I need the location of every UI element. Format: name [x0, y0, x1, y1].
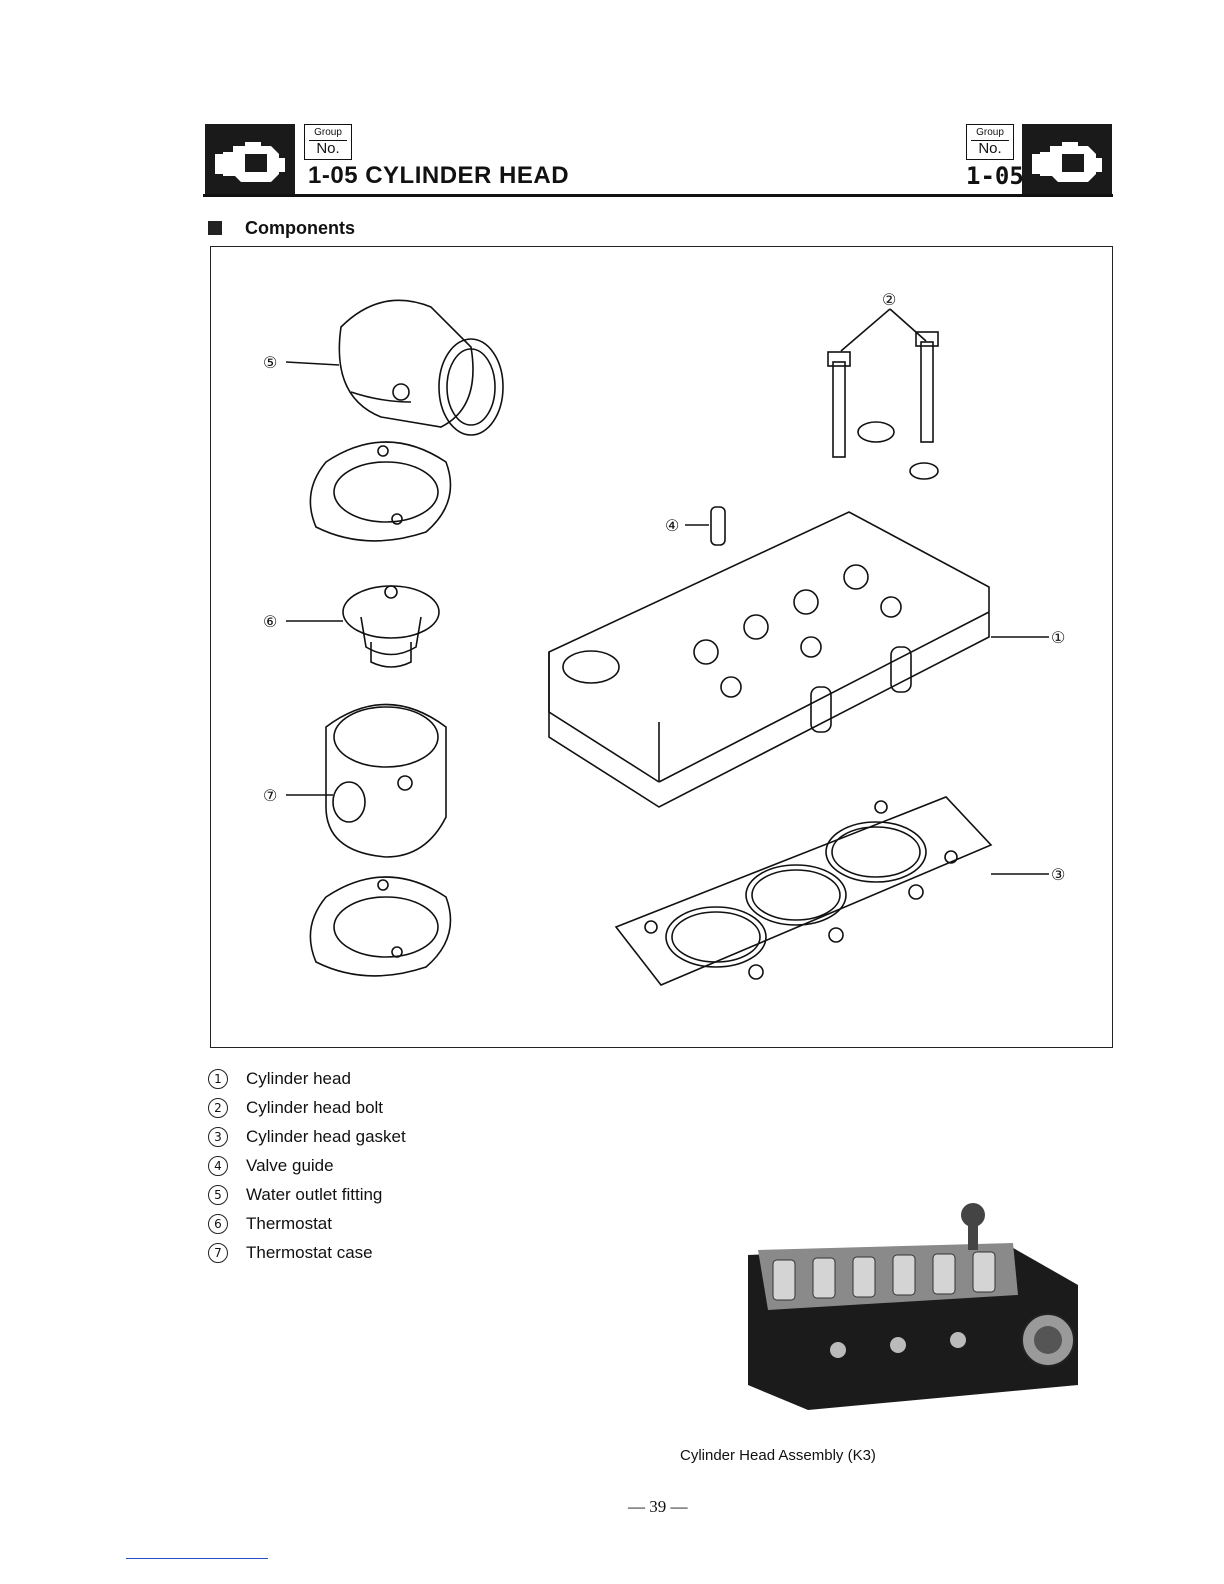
legend-number: 7	[208, 1243, 228, 1263]
legend-item: 6 Thermostat	[208, 1209, 406, 1238]
engine-group-icon-left	[205, 124, 295, 194]
page-number: — 39 —	[628, 1497, 688, 1517]
legend-number: 6	[208, 1214, 228, 1234]
group-label: Group	[305, 127, 351, 139]
no-label-right: No.	[971, 140, 1009, 157]
legend-label: Cylinder head	[246, 1068, 351, 1090]
outlet-gasket-drawing	[310, 442, 450, 541]
legend-label: Water outlet fitting	[246, 1184, 382, 1206]
cylinder-head-bolts-drawing	[828, 332, 938, 479]
group-no-box-left: Group No.	[304, 124, 352, 160]
group-label-right: Group	[967, 127, 1013, 139]
no-label: No.	[309, 140, 347, 157]
group-no-box-right: Group No.	[966, 124, 1014, 160]
legend-number: 2	[208, 1098, 228, 1118]
case-gasket-drawing	[310, 877, 450, 976]
legend-item: 7 Thermostat case	[208, 1238, 406, 1267]
legend-number: 4	[208, 1156, 228, 1176]
callout-7: ⑦	[263, 788, 277, 805]
group-number-right: 1-05	[966, 162, 1024, 190]
legend-item: 1 Cylinder head	[208, 1064, 406, 1093]
callout-2: ②	[882, 292, 896, 309]
cylinder-head-assembly-photo	[728, 1185, 1108, 1425]
components-legend: 1 Cylinder head 2 Cylinder head bolt 3 C…	[208, 1064, 406, 1267]
photo-caption: Cylinder Head Assembly (K3)	[680, 1447, 876, 1464]
water-outlet-fitting-drawing	[339, 300, 503, 435]
legend-label: Cylinder head gasket	[246, 1126, 406, 1148]
legend-item: 5 Water outlet fitting	[208, 1180, 406, 1209]
thermostat-case-drawing	[326, 705, 446, 858]
legend-label: Thermostat case	[246, 1242, 373, 1264]
section-title: Components	[245, 218, 355, 239]
legend-item: 4 Valve guide	[208, 1151, 406, 1180]
callout-4: ④	[665, 518, 679, 535]
section-bullet	[208, 221, 222, 235]
callout-5: ⑤	[263, 355, 277, 372]
page-title: 1-05 CYLINDER HEAD	[308, 162, 569, 190]
components-diagram: ⑤ ⑥ ⑦	[210, 246, 1113, 1048]
callout-1: ①	[1051, 630, 1065, 647]
callout-3: ③	[1051, 867, 1065, 884]
thermostat-drawing	[343, 586, 439, 667]
header-rule	[203, 194, 1113, 197]
legend-number: 3	[208, 1127, 228, 1147]
callout-6: ⑥	[263, 614, 277, 631]
engine-group-icon-right	[1022, 124, 1112, 194]
legend-label: Thermostat	[246, 1213, 332, 1235]
legend-label: Valve guide	[246, 1155, 334, 1177]
cylinder-head-gasket-drawing	[616, 797, 991, 985]
valve-guide-drawing	[711, 507, 725, 545]
legend-number: 5	[208, 1185, 228, 1205]
cylinder-head-drawing	[549, 512, 989, 807]
footer-line	[126, 1558, 268, 1559]
legend-item: 2 Cylinder head bolt	[208, 1093, 406, 1122]
legend-item: 3 Cylinder head gasket	[208, 1122, 406, 1151]
legend-number: 1	[208, 1069, 228, 1089]
legend-label: Cylinder head bolt	[246, 1097, 383, 1119]
